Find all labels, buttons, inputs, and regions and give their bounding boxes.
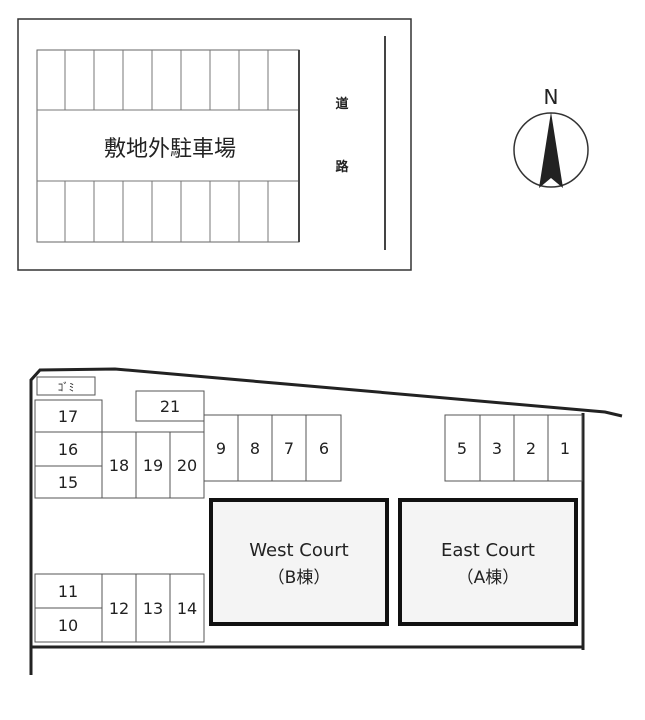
space-label-1: 1 [560, 439, 570, 458]
space-label-11: 11 [58, 582, 78, 601]
space-label-6: 6 [319, 439, 329, 458]
parking-space-1 [547, 414, 583, 482]
space-label-15: 15 [58, 473, 78, 492]
space-label-3: 3 [492, 439, 502, 458]
site-boundary [29, 367, 623, 675]
parking-space-13 [135, 573, 171, 643]
space-label-14: 14 [177, 599, 197, 618]
west-court-name: West Court [249, 540, 348, 561]
space-label-12: 12 [109, 599, 129, 618]
east-court-name: East Court [441, 540, 535, 561]
space-label-16: 16 [58, 440, 78, 459]
north-arrow-icon: N [513, 85, 589, 188]
space-label-5: 5 [457, 439, 467, 458]
space-label-10: 10 [58, 616, 78, 635]
space-label-2: 2 [526, 439, 536, 458]
compass-n-label: N [544, 85, 559, 109]
space-label-13: 13 [143, 599, 163, 618]
west-court-building: West Court （B棟） [209, 498, 389, 626]
parking-space-3 [479, 414, 515, 482]
east-court-building: East Court （A棟） [398, 498, 578, 626]
offsite-parking-panel: 敷地外駐車場 道 路 [17, 18, 412, 271]
parking-space-20 [169, 431, 205, 499]
parking-space-19 [135, 431, 171, 499]
parking-space-15 [34, 465, 103, 499]
space-label-9: 9 [216, 439, 226, 458]
parking-space-17 [34, 399, 103, 433]
garbage-area [36, 376, 96, 396]
parking-space-7 [271, 414, 307, 482]
parking-space-21 [135, 390, 205, 422]
parking-space-11 [34, 573, 103, 609]
site-plan: ｺﾞﾐ 17 16 15 [29, 367, 623, 675]
east-court-sub: （A棟） [457, 568, 520, 588]
parking-space-14 [169, 573, 205, 643]
parking-space-5 [444, 414, 481, 482]
space-label-17: 17 [58, 407, 78, 426]
road-label-2: 路 [335, 159, 349, 175]
west-court-sub: （B棟） [268, 568, 331, 588]
space-label-8: 8 [250, 439, 260, 458]
parking-space-18 [101, 431, 137, 499]
road-label-1: 道 [335, 96, 348, 112]
parking-space-2 [513, 414, 549, 482]
parking-space-6 [305, 414, 342, 482]
parking-space-12 [101, 573, 137, 643]
space-label-19: 19 [143, 456, 163, 475]
offsite-parking-label: 敷地外駐車場 [104, 137, 236, 162]
parking-space-16 [34, 431, 103, 467]
space-label-21: 21 [160, 397, 180, 416]
space-label-7: 7 [284, 439, 294, 458]
space-label-20: 20 [177, 456, 197, 475]
parking-space-10 [34, 607, 103, 643]
garbage-label: ｺﾞﾐ [58, 381, 75, 394]
space-label-18: 18 [109, 456, 129, 475]
